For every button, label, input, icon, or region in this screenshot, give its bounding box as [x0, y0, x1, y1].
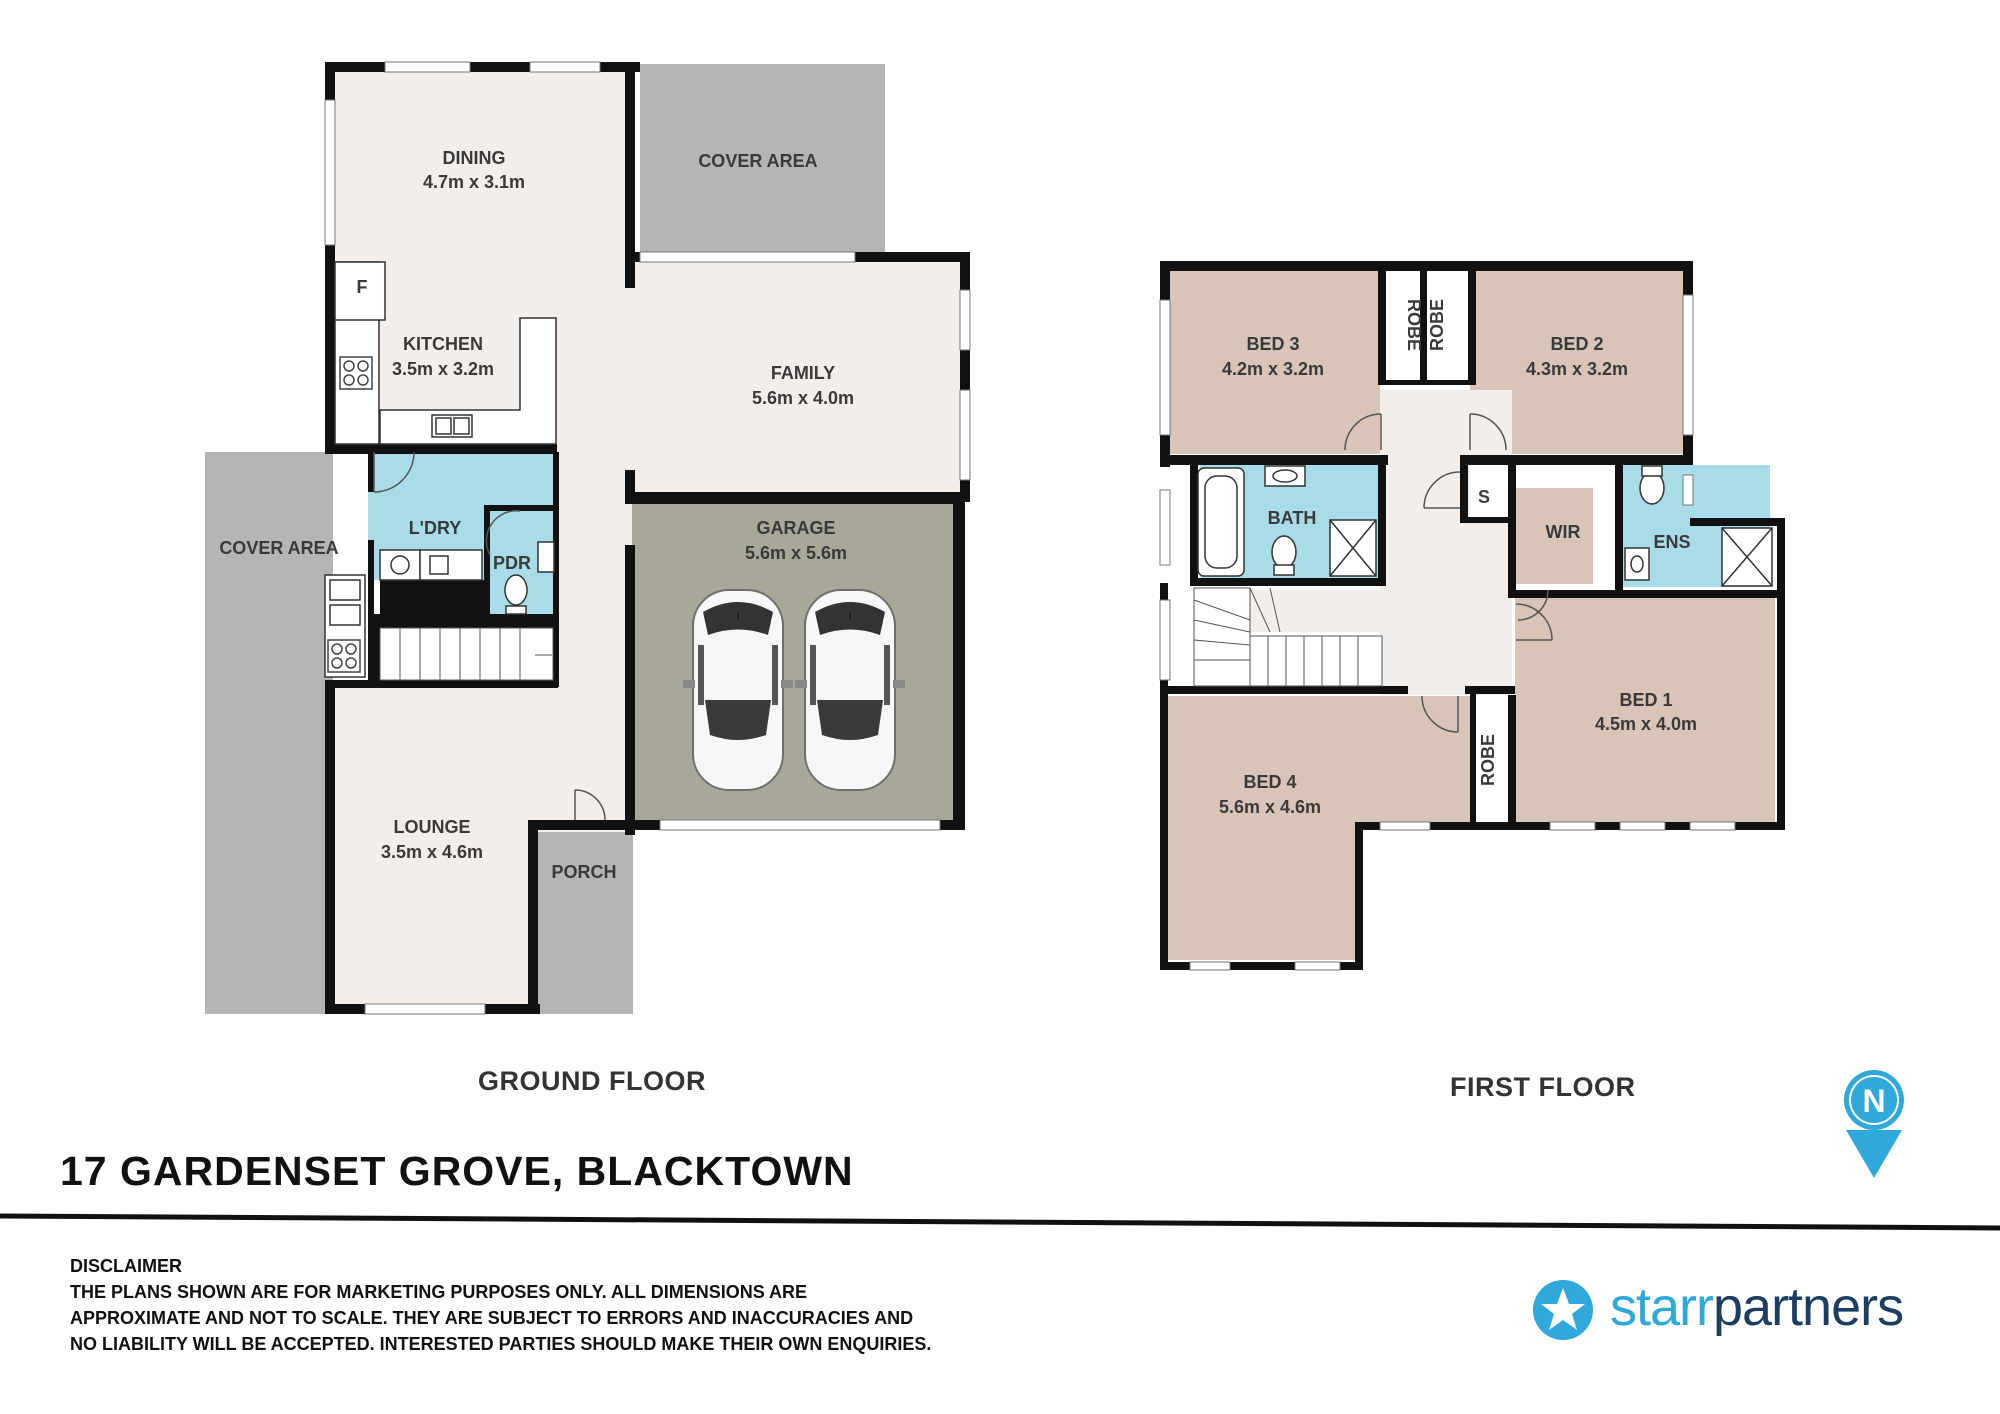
bed4-label: BED 4: [1243, 772, 1296, 792]
cover-area-left: [205, 452, 333, 1014]
kitchen-size: 3.5m x 3.2m: [392, 359, 494, 379]
brand-logo: starrpartners: [1525, 1270, 1945, 1350]
cover-area-top-label: COVER AREA: [698, 151, 817, 171]
ensuite-fixtures: [1624, 465, 1773, 587]
ground-door-swings: [373, 451, 606, 821]
ground-walls: [325, 62, 970, 1014]
garage-size: 5.6m x 5.6m: [745, 543, 847, 563]
cover-area-left-label: COVER AREA: [219, 538, 338, 558]
fridge-label: F: [357, 277, 368, 297]
powder-room-label: PDR: [493, 553, 531, 573]
laundry-fixtures: [379, 549, 483, 581]
ensuite-label: ENS: [1653, 532, 1690, 552]
bath-fixtures: [1197, 465, 1377, 577]
ground-room-labels: DINING 4.7m x 3.1m COVER AREA KITCHEN 3.…: [219, 148, 854, 882]
first-floor-plan: BED 3 4.2m x 3.2m ROBE ROBE BED 2 4.3m x…: [1159, 261, 1785, 971]
property-address: 17 GARDENSET GROVE, BLACKTOWN: [60, 1148, 854, 1194]
disclaimer-line-1: THE PLANS SHOWN ARE FOR MARKETING PURPOS…: [70, 1282, 808, 1302]
bath-label: BATH: [1268, 508, 1317, 528]
kitchen-label: KITCHEN: [403, 334, 483, 354]
porch-area: [538, 832, 633, 1014]
starr-partners-logo-icon: [1533, 1280, 1593, 1340]
lounge-size: 3.5m x 4.6m: [381, 842, 483, 862]
lounge-label: LOUNGE: [393, 817, 470, 837]
robe-bed2-label: ROBE: [1427, 299, 1447, 351]
wir-label: WIR: [1546, 522, 1581, 542]
brand-part-1: starr: [1610, 1277, 1714, 1337]
garage-label: GARAGE: [756, 518, 835, 538]
kitchen-bench: [334, 261, 557, 445]
ground-floor-title: GROUND FLOOR: [478, 1066, 706, 1096]
family-size: 5.6m x 4.0m: [752, 388, 854, 408]
ground-windows: [324, 61, 971, 1015]
porch-label: PORCH: [551, 862, 616, 882]
brand-part-2: partners: [1713, 1277, 1904, 1337]
hallway-floor: [1380, 390, 1512, 695]
robe-bed4-label: ROBE: [1478, 734, 1498, 786]
bed1-label: BED 1: [1619, 690, 1672, 710]
bed4-floor: [1168, 696, 1470, 960]
powder-room-fixtures: [504, 541, 555, 615]
bed2-size: 4.3m x 3.2m: [1526, 359, 1628, 379]
disclaimer-heading: DISCLAIMER: [70, 1256, 182, 1276]
north-compass-icon: N: [1844, 1070, 1904, 1178]
first-windows: [1159, 294, 1736, 971]
storage-floor: [1470, 465, 1508, 523]
cover-area-top: [640, 64, 885, 252]
dining-label: DINING: [443, 148, 506, 168]
bed3-floor: [1168, 268, 1380, 454]
bed3-label: BED 3: [1246, 334, 1299, 354]
wir-floor: [1515, 488, 1593, 584]
disclaimer-line-2: APPROXIMATE AND NOT TO SCALE. THEY ARE S…: [70, 1308, 914, 1328]
robe-bed3-label: ROBE: [1404, 299, 1424, 351]
dining-size: 4.7m x 3.1m: [423, 172, 525, 192]
footer-divider: [0, 1213, 2000, 1231]
garage-floor: [632, 503, 958, 822]
bed2-label: BED 2: [1550, 334, 1603, 354]
first-stairs: [1193, 587, 1383, 687]
bed1-floor: [1515, 596, 1775, 822]
family-label: FAMILY: [771, 363, 835, 383]
bed4-size: 5.6m x 4.6m: [1219, 797, 1321, 817]
compass-label: N: [1862, 1083, 1885, 1119]
first-room-labels: BED 3 4.2m x 3.2m ROBE ROBE BED 2 4.3m x…: [1219, 299, 1697, 817]
bed3-size: 4.2m x 3.2m: [1222, 359, 1324, 379]
ground-living-floor: [333, 64, 965, 1008]
ground-floor-plan: F: [205, 61, 971, 1015]
first-door-swings: [1344, 413, 1553, 733]
laundry-dark-cabinet: [380, 580, 484, 618]
bed1-size: 4.5m x 4.0m: [1595, 714, 1697, 734]
ground-stairs: [379, 627, 554, 681]
laundry-label: L'DRY: [409, 518, 462, 538]
brand-wordmark: starrpartners: [1610, 1276, 1904, 1338]
landing-floor: [1250, 590, 1382, 632]
disclaimer-line-3: NO LIABILITY WILL BE ACCEPTED. INTERESTE…: [70, 1334, 932, 1354]
disclaimer-block: DISCLAIMER THE PLANS SHOWN ARE FOR MARKE…: [70, 1253, 1050, 1357]
first-floor-title: FIRST FLOOR: [1450, 1072, 1636, 1102]
storage-label: S: [1478, 487, 1490, 507]
